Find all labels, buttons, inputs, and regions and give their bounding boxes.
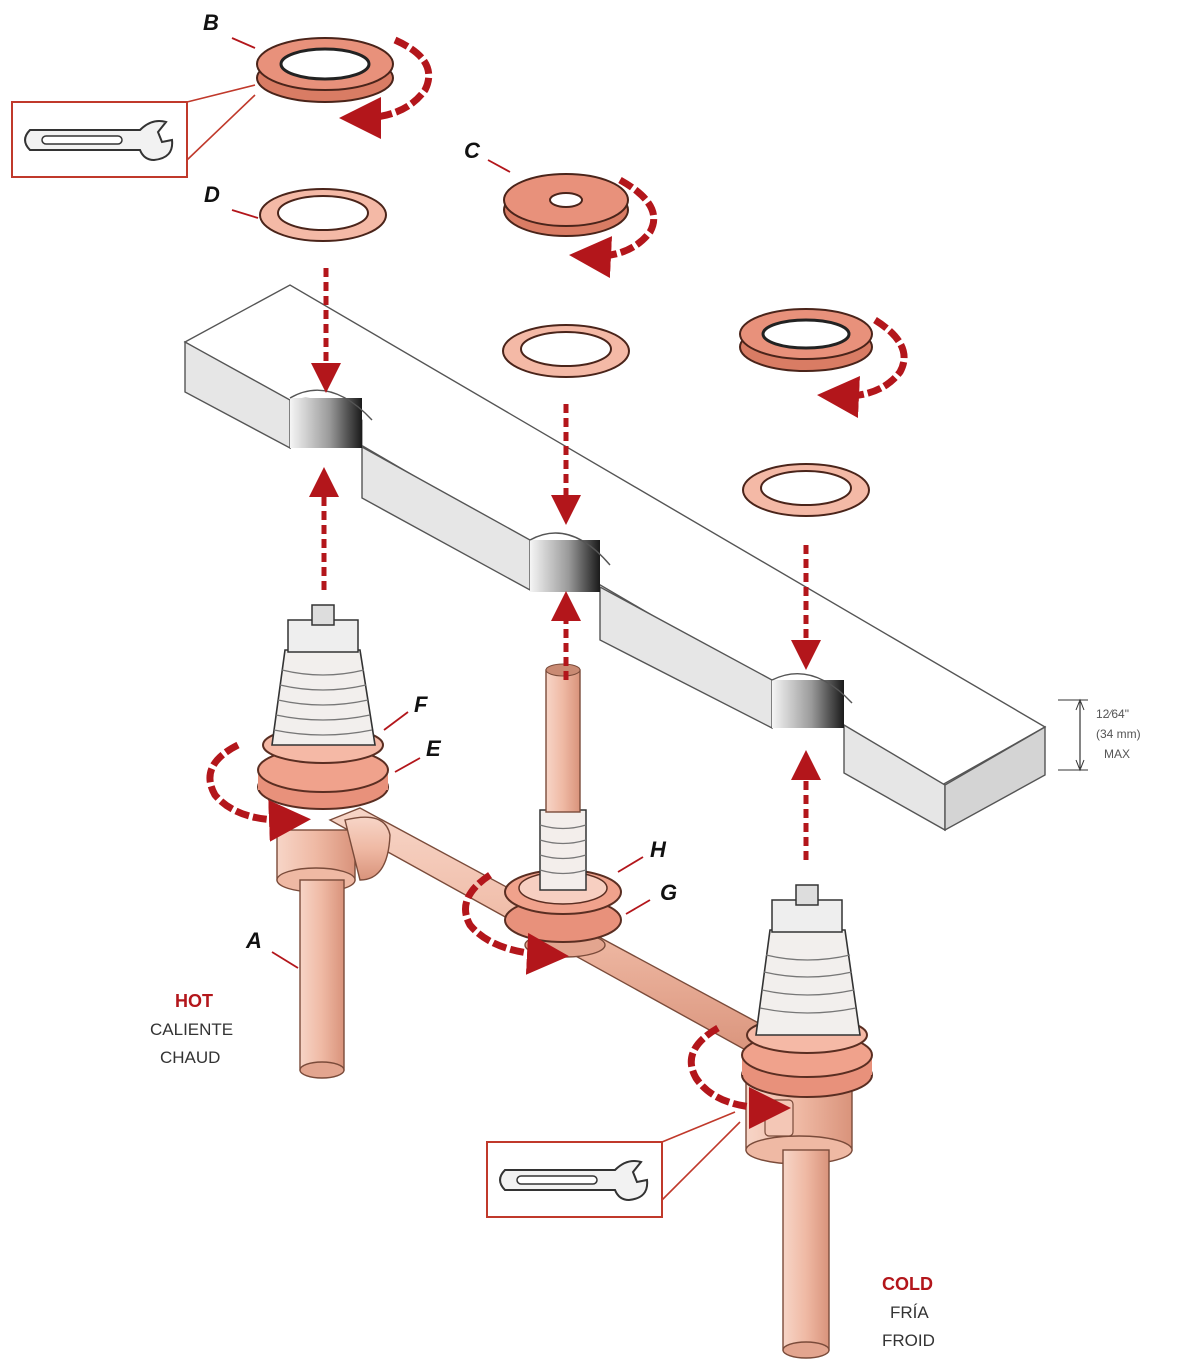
part-label-h: H — [650, 837, 667, 862]
part-label-e: E — [426, 736, 442, 761]
direction-arrows — [309, 268, 821, 860]
cold-label-fr: FROID — [882, 1331, 935, 1350]
deck-thickness-dimension: 12⁄64" (34 mm) MAX — [1058, 698, 1141, 772]
deck-hole-spout — [529, 532, 611, 592]
hot-label-es: CALIENTE — [150, 1020, 233, 1039]
wrench-callout-top — [11, 84, 256, 178]
washer-spout — [502, 324, 630, 378]
rotation-arrows — [206, 36, 908, 1129]
rotate-arrow-b — [339, 36, 433, 139]
rotate-arrow-e — [206, 741, 311, 842]
washer-d — [259, 188, 387, 242]
countertop-deck — [183, 284, 1047, 832]
hot-valve-cartridge — [257, 604, 389, 810]
part-label-d: D — [204, 182, 220, 207]
leader-lines — [231, 37, 651, 969]
part-label-g: G — [660, 880, 677, 905]
hot-label-fr: CHAUD — [160, 1048, 220, 1067]
mounting-nut-b — [256, 37, 394, 103]
wrench-callout-bottom — [486, 1111, 741, 1218]
dimension-note: MAX — [1104, 747, 1130, 761]
rotate-arrow-c — [569, 176, 658, 279]
spout-shank — [504, 663, 622, 943]
cold-label-es: FRÍA — [890, 1303, 929, 1322]
part-label-b: B — [203, 10, 219, 35]
part-label-a: A — [245, 928, 262, 953]
part-label-c: C — [464, 138, 481, 163]
dimension-metric: (34 mm) — [1096, 727, 1141, 741]
cold-valve-cartridge — [741, 884, 873, 1098]
rotate-arrow-cold-valve — [687, 1024, 791, 1129]
rotate-arrow-cold-nut — [817, 317, 908, 418]
spout-nut-c — [503, 173, 629, 237]
deck-hole-hot — [289, 389, 373, 449]
hot-label: HOT — [175, 991, 213, 1011]
part-label-f: F — [414, 692, 428, 717]
deck-hole-cold — [771, 672, 853, 728]
washer-cold — [742, 463, 870, 517]
rotate-arrow-g — [462, 872, 569, 975]
cold-label: COLD — [882, 1274, 933, 1294]
mounting-nut-cold — [739, 308, 873, 372]
dimension-imperial: 12⁄64" — [1096, 707, 1129, 721]
